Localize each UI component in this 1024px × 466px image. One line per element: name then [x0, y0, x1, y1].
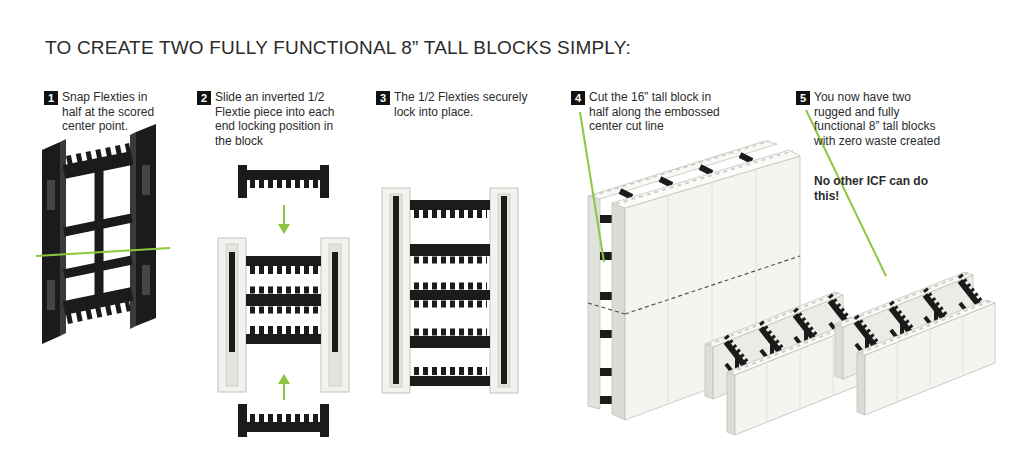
plate-slot — [47, 280, 55, 310]
foam-panel — [218, 238, 246, 392]
green-arrow — [283, 382, 285, 400]
tie-teeth — [250, 307, 318, 314]
step-number: 1 — [44, 91, 58, 105]
tie-end-plate — [136, 124, 156, 326]
plate-slot — [47, 180, 55, 210]
step-number: 3 — [376, 91, 390, 105]
interlock-teeth — [616, 151, 793, 204]
tie-web — [600, 292, 612, 300]
foam-panel — [321, 238, 349, 392]
step-text-column: Slide an inverted 1/2 Flextie piece into… — [215, 90, 340, 148]
step-note: No other ICF can do this! — [814, 174, 944, 203]
step-badge: 2Slide an inverted 1/2 Flextie piece int… — [197, 91, 211, 105]
step-text-column: You now have two rugged and fully functi… — [814, 90, 944, 203]
tie-teeth — [250, 180, 318, 188]
foam-channel — [390, 194, 402, 387]
arrow-head — [278, 224, 290, 234]
foam-top — [612, 150, 800, 208]
tie-spine — [95, 168, 104, 302]
tie-end-plate — [42, 142, 60, 344]
foam-panel — [382, 188, 410, 393]
step-description: The 1/2 Flexties securely lock into plac… — [394, 90, 539, 119]
cut-line — [588, 303, 625, 314]
step-text-column: Cut the 16” tall block in half along the… — [589, 90, 729, 134]
tie-end-plate — [238, 165, 247, 198]
cut-line — [625, 256, 800, 314]
tie-end-plate — [320, 404, 329, 437]
foam-channel — [329, 244, 341, 386]
score-line — [36, 248, 170, 256]
foam-channel — [226, 244, 238, 386]
tie-end-plate — [332, 252, 338, 352]
plate-slot — [142, 265, 150, 295]
step-description: Slide an inverted 1/2 Flextie piece into… — [215, 90, 340, 148]
tie-web — [410, 336, 490, 348]
step-badge: 4Cut the 16” tall block in half along th… — [571, 91, 585, 105]
tie-end-plate — [229, 252, 235, 352]
tie-end-plate — [501, 196, 507, 384]
tie-teeth — [67, 306, 130, 319]
tie-teeth — [67, 148, 130, 161]
plate-slot — [142, 165, 150, 195]
step-description: Snap Flexties in half at the scored cent… — [62, 90, 162, 134]
tie-teeth — [414, 301, 487, 308]
tie-top — [740, 155, 752, 161]
tie-top — [660, 179, 672, 185]
tie-end-plate — [393, 196, 399, 384]
tie-web — [246, 334, 321, 344]
tie-web — [600, 215, 612, 223]
step-number: 2 — [197, 91, 211, 105]
tie-teeth — [250, 287, 318, 294]
tie-web — [410, 200, 490, 210]
step-description: Cut the 16” tall block in half along the… — [589, 90, 729, 134]
arrow-head — [278, 374, 290, 384]
tie-top — [620, 191, 632, 197]
step-number: 4 — [571, 91, 585, 105]
half-tie-insert — [218, 165, 349, 437]
tie-web — [247, 170, 320, 180]
locked-assembly — [382, 188, 518, 393]
tie-web — [600, 368, 612, 376]
tie-teeth — [250, 266, 318, 274]
icf-block-8 — [835, 272, 995, 415]
tie-teeth — [414, 367, 487, 375]
tie-web — [410, 376, 490, 386]
tie-web — [246, 294, 321, 306]
tie-web — [410, 244, 490, 256]
icf-blocks-8 — [705, 110, 995, 435]
step-text-column: Snap Flexties in half at the scored cent… — [62, 90, 162, 134]
tie-teeth — [414, 329, 487, 336]
tie-teeth — [414, 210, 487, 218]
tie-teeth — [250, 414, 318, 422]
tie-end-plate — [238, 404, 247, 437]
tie-end-plate — [320, 165, 329, 198]
tie-teeth — [250, 326, 318, 334]
foam-channel — [498, 194, 510, 387]
step-number: 5 — [796, 91, 810, 105]
step-badge: 3The 1/2 Flexties securely lock into pla… — [376, 91, 390, 105]
step-description: You now have two rugged and fully functi… — [814, 90, 944, 148]
tie-web — [410, 290, 490, 300]
tie-web — [600, 330, 612, 338]
flextie-full — [36, 124, 170, 344]
tie-top — [700, 167, 712, 173]
tie-web — [246, 256, 321, 266]
step-badge: 1Snap Flexties in half at the scored cen… — [44, 91, 58, 105]
diagram-title: TO CREATE TWO FULLY FUNCTIONAL 8” TALL B… — [45, 36, 631, 60]
tie-web — [247, 422, 320, 432]
tie-teeth — [414, 257, 487, 264]
foam-panel — [490, 188, 518, 393]
tie-web — [600, 396, 612, 404]
leader-line — [580, 112, 604, 262]
step-badge: 5You now have two rugged and fully funct… — [796, 91, 810, 105]
tie-teeth — [414, 283, 487, 290]
step-text-column: The 1/2 Flexties securely lock into plac… — [394, 90, 539, 119]
green-arrow — [283, 205, 285, 226]
